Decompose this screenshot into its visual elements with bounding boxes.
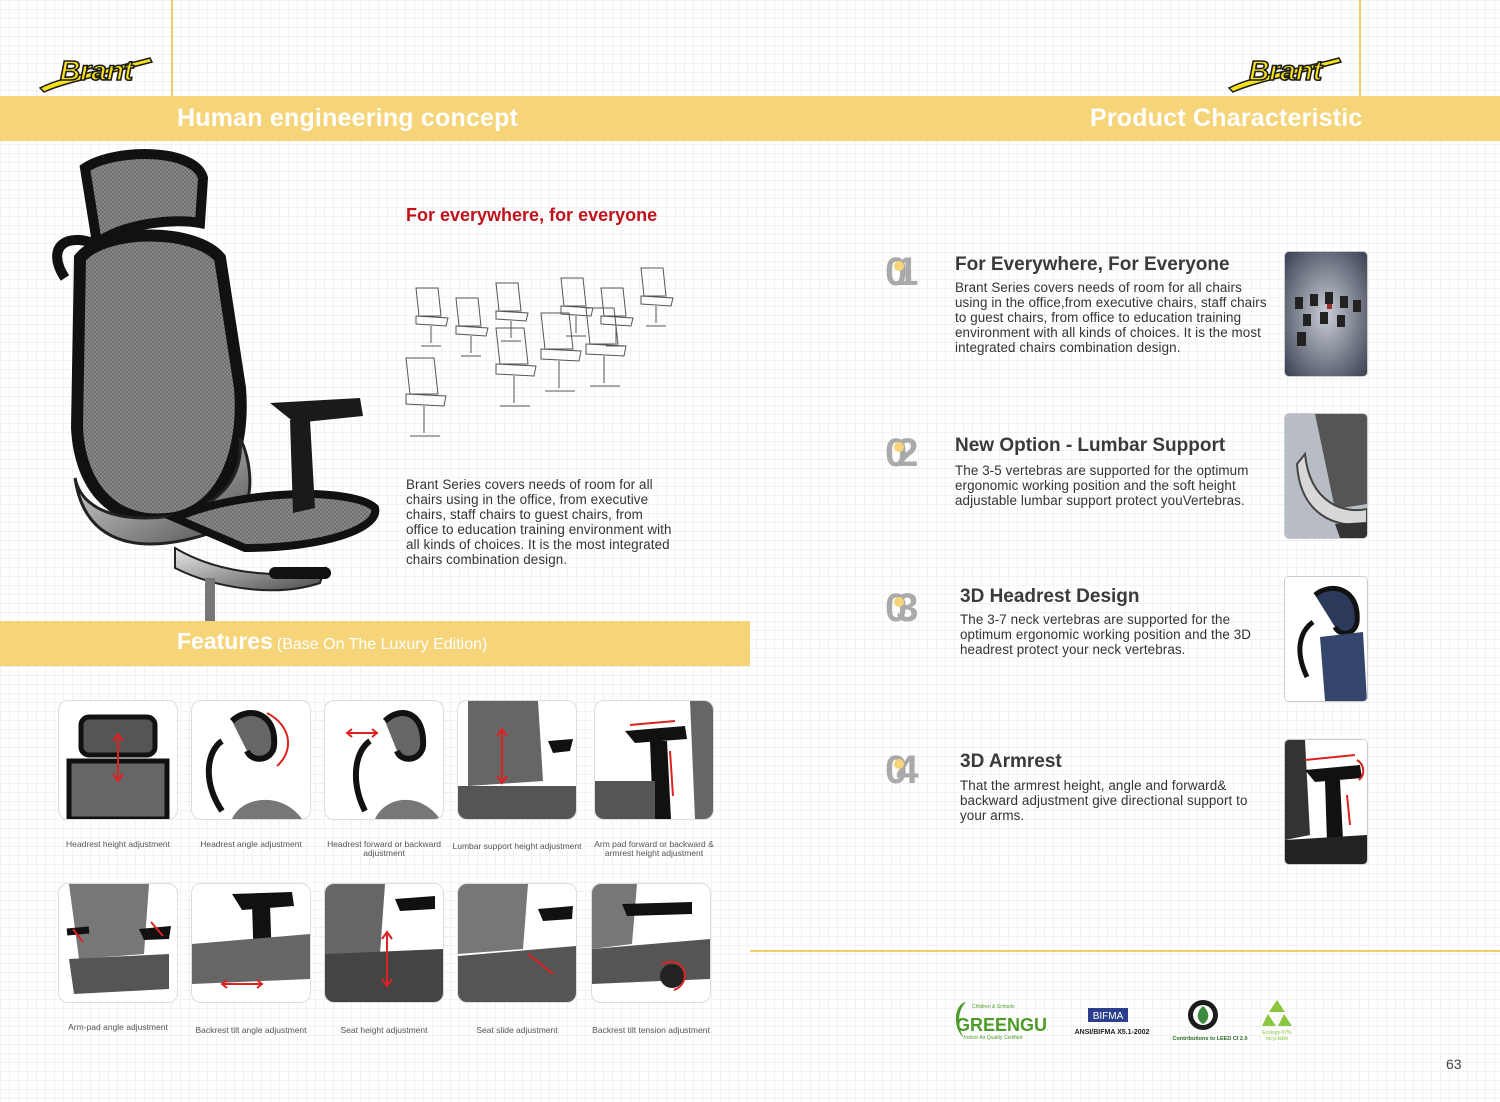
feature-image	[457, 883, 577, 1003]
feature-image	[191, 883, 311, 1003]
recycle-logo: Ecology-97% recyclable	[1254, 996, 1300, 1042]
section-text: The 3-5 vertebras are supported for the …	[955, 463, 1249, 508]
left-page-title: Human engineering concept	[177, 104, 519, 132]
hero-chair-image	[25, 148, 385, 623]
feature-caption: Headrest angle adjustment	[200, 839, 302, 849]
concept-heading: For everywhere, for everyone	[406, 205, 658, 225]
section-number: 01	[885, 250, 919, 295]
feature-caption: Backrest tilt tension adjustment	[592, 1025, 710, 1035]
section-title: 3D Armrest	[960, 751, 1062, 772]
feature-image	[58, 883, 178, 1003]
svg-text:recyclable: recyclable	[1266, 1036, 1289, 1042]
page-number: 63	[1446, 1056, 1462, 1072]
section-text: The 3-7 neck vertebras are supported for…	[960, 612, 1252, 657]
feature-image	[594, 700, 714, 820]
feature-image	[324, 883, 444, 1003]
bifma-logo: BIFMA ANSI/BIFMA X5.1-2002	[1070, 1006, 1154, 1036]
header-divider-left	[171, 0, 173, 96]
section-title: For Everywhere, For Everyone	[955, 254, 1230, 275]
features-subtitle: (Base On The Luxury Edition)	[276, 636, 488, 653]
feature-caption: Seat height adjustment	[340, 1025, 428, 1035]
svg-text:Brant: Brant	[60, 55, 135, 86]
chairs-sketch-image	[396, 258, 678, 458]
feature-image	[324, 700, 444, 820]
section-number: 03	[885, 586, 919, 631]
feature-image	[591, 883, 711, 1003]
section-image-armrest	[1284, 739, 1368, 865]
section-number-second-digit: 3	[896, 586, 918, 630]
section-number: 04	[885, 748, 919, 793]
brand-logo-left: Brant	[38, 50, 156, 94]
section-number-second-digit: 1	[896, 250, 918, 294]
leed-logo: Contributions to LEED CI 2.0	[1166, 998, 1256, 1042]
section-number-second-digit: 2	[896, 431, 918, 475]
section-number: 02	[885, 431, 919, 476]
section-text: Brant Series covers needs of room for al…	[955, 280, 1267, 355]
feature-image	[191, 700, 311, 820]
svg-text:Children & Schools: Children & Schools	[972, 1004, 1015, 1010]
features-band	[0, 621, 750, 666]
section-text: That the armrest height, angle and forwa…	[960, 778, 1248, 823]
section-image-chair-range	[1284, 251, 1368, 377]
footer-divider	[750, 950, 1500, 952]
svg-text:GREENGUARD: GREENGUARD	[956, 1015, 1048, 1035]
greenguard-logo: Children & Schools GREENGUARD Indoor Air…	[952, 998, 1048, 1042]
header-band	[0, 96, 1500, 141]
svg-text:Contributions to LEED CI 2.0: Contributions to LEED CI 2.0	[1172, 1036, 1247, 1042]
features-title: Features(Base On The Luxury Edition)	[177, 628, 487, 655]
svg-text:Brant: Brant	[1249, 55, 1324, 86]
svg-text:Ecology-97%: Ecology-97%	[1262, 1030, 1292, 1036]
features-label: Features	[177, 628, 273, 654]
section-image-headrest	[1284, 576, 1368, 702]
feature-caption: Lumbar support height adjustment	[452, 841, 582, 851]
feature-caption: Arm pad forward or backward & armrest he…	[594, 839, 714, 858]
feature-caption: Backrest tilt angle adjustment	[195, 1025, 307, 1035]
feature-caption: Headrest height adjustment	[66, 839, 170, 849]
feature-caption: Headrest forward or backward adjustment	[327, 839, 441, 858]
feature-caption: Arm-pad angle adjustment	[68, 1022, 168, 1032]
right-page-title: Product Characteristic	[1090, 104, 1363, 132]
svg-text:ANSI/BIFMA X5.1-2002: ANSI/BIFMA X5.1-2002	[1075, 1029, 1150, 1036]
svg-text:Indoor Air Quality Certified: Indoor Air Quality Certified	[964, 1035, 1023, 1041]
section-image-lumbar	[1284, 413, 1368, 539]
section-title: 3D Headrest Design	[960, 586, 1140, 607]
section-number-second-digit: 4	[896, 748, 918, 792]
feature-caption: Seat slide adjustment	[476, 1025, 558, 1035]
brand-logo-right: Brant	[1227, 50, 1345, 94]
header-divider-right	[1359, 0, 1361, 96]
feature-image	[457, 700, 577, 820]
svg-text:BIFMA: BIFMA	[1093, 1011, 1124, 1022]
feature-image	[58, 700, 178, 820]
section-title: New Option - Lumbar Support	[955, 435, 1226, 456]
concept-description: Brant Series covers needs of room for al…	[406, 477, 672, 567]
